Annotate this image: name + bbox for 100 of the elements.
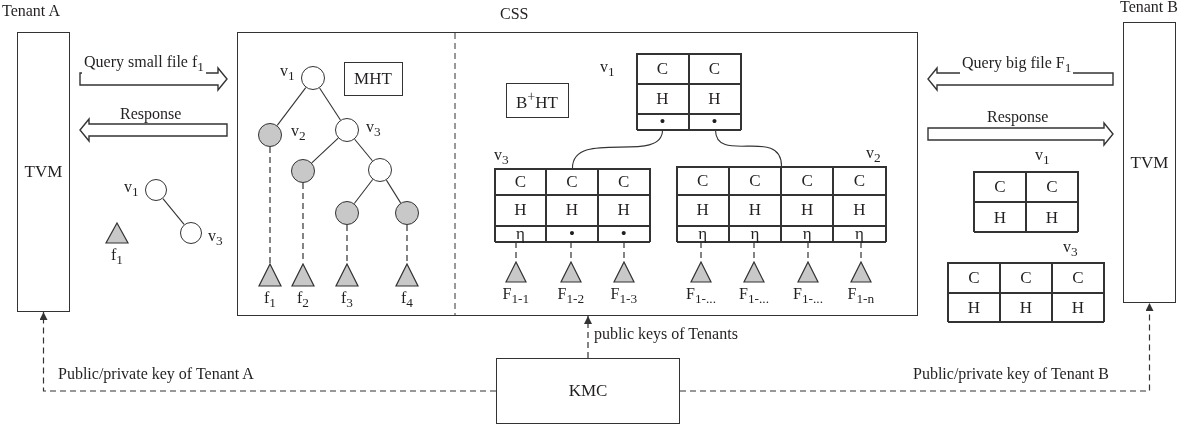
table-cell: • <box>597 225 650 243</box>
hash-table-node <box>493 167 651 242</box>
table-cell: C <box>676 166 729 195</box>
tree-edge <box>162 198 185 225</box>
tree-type-label <box>343 61 403 96</box>
table-cell: η <box>676 225 729 243</box>
table-cell: C <box>546 168 598 195</box>
table-cell: C <box>728 166 781 195</box>
edge-label: public keys of Tenants <box>592 324 740 344</box>
node-caption: F$_{1-3}$ <box>610 285 638 307</box>
table-cell: H <box>1000 293 1052 323</box>
edge-label: Public/private key of Tenant B <box>911 364 1111 384</box>
tvm-box <box>1123 22 1176 303</box>
table-cell: C <box>1000 263 1052 293</box>
table-cell: η <box>781 225 834 243</box>
node-caption: f$_{2}$ <box>297 289 309 311</box>
hash-table-node <box>947 262 1105 322</box>
table-cell: H <box>688 83 741 114</box>
node-label: KMC <box>568 381 608 401</box>
connector-arrow <box>679 302 1154 392</box>
node-caption: f$_{1}$ <box>111 246 123 268</box>
tree-type-label <box>505 82 569 118</box>
tree-edge <box>354 138 373 162</box>
table-cell: C <box>948 263 1000 293</box>
node-caption: v$_{1}$ <box>1035 146 1050 168</box>
tree-node-circle <box>145 179 167 201</box>
table-cell: η <box>833 225 886 243</box>
table-cell: H <box>597 194 650 226</box>
file-triangle <box>612 260 635 283</box>
table-cell: C <box>597 168 650 195</box>
node-label: MHT <box>354 68 392 89</box>
hash-table-node <box>675 165 887 242</box>
node-caption: v$_{2}$ <box>866 144 881 166</box>
node-caption: v$_{1}$ <box>280 62 295 84</box>
kmc-box <box>496 358 680 424</box>
file-triangle <box>105 222 129 244</box>
tree-node-circle <box>300 65 325 90</box>
file-triangle <box>849 260 872 283</box>
node-caption: F$_{1-...}$ <box>739 285 769 307</box>
file-triangle <box>290 262 315 287</box>
table-cell: • <box>688 113 741 131</box>
file-triangle <box>334 262 359 287</box>
table-cell: C <box>688 53 741 84</box>
tvm-box <box>17 32 70 312</box>
node-caption: v$_{3}$ <box>1063 238 1078 260</box>
tree-node-circle <box>394 200 419 225</box>
table-cell: • <box>546 225 598 243</box>
link-line <box>406 224 408 264</box>
hash-table-node <box>973 171 1079 232</box>
table-cell: C <box>636 53 689 84</box>
tree-edge <box>385 179 402 204</box>
node-caption: F$_{1-...}$ <box>793 285 823 307</box>
tree-edge <box>319 87 341 121</box>
node-caption: v$_{3}$ <box>494 146 509 168</box>
node-caption: f$_{4}$ <box>401 289 413 311</box>
node-caption: Tenant B <box>1120 0 1178 16</box>
table-cell: η <box>494 225 547 243</box>
table-cell: H <box>948 293 1000 323</box>
block-arrow <box>79 117 228 143</box>
table-cell: H <box>833 194 886 226</box>
node-caption: f$_{3}$ <box>341 289 353 311</box>
table-cell: η <box>728 225 781 243</box>
node-caption: F$_{1-1}$ <box>502 285 530 307</box>
link-line <box>346 224 348 264</box>
file-triangle <box>689 260 712 283</box>
table-cell: C <box>1052 263 1104 293</box>
node-caption: v$_{2}$ <box>291 122 306 144</box>
tree-node-circle <box>257 122 282 147</box>
tree-node-circle <box>334 117 359 142</box>
edge-label: Query small file f$_{1}$ <box>82 52 206 76</box>
file-triangle <box>559 260 582 283</box>
table-cell: H <box>546 194 598 226</box>
table-cell: H <box>1052 293 1104 323</box>
node-caption: f$_{1}$ <box>264 289 276 311</box>
connector-arrow <box>39 311 497 392</box>
tree-edge <box>311 137 339 164</box>
node-label: TVM <box>24 162 63 182</box>
node-caption: Tenant A <box>2 2 60 20</box>
table-cell: C <box>974 172 1026 202</box>
table-cell: H <box>636 83 689 114</box>
table-cell: H <box>676 194 729 226</box>
tree-edge <box>353 178 374 205</box>
connector-arrow <box>584 315 592 359</box>
file-triangle <box>394 262 419 287</box>
link-line <box>269 146 271 264</box>
table-cell: C <box>494 168 547 195</box>
block-arrow <box>927 121 1114 147</box>
node-caption: v$_{3}$ <box>208 227 223 249</box>
node-caption: v$_{3}$ <box>366 118 381 140</box>
node-label: TVM <box>1130 152 1169 173</box>
file-triangle <box>504 260 527 283</box>
file-triangle <box>796 260 819 283</box>
table-cell: H <box>1026 202 1078 233</box>
node-caption: v$_{1}$ <box>600 58 615 80</box>
edge-label: Public/private key of Tenant A <box>56 364 256 384</box>
table-cell: H <box>781 194 834 226</box>
file-triangle <box>742 260 765 283</box>
table-cell: C <box>781 166 834 195</box>
node-caption: v$_{1}$ <box>124 178 139 200</box>
node-caption: F$_{1-2}$ <box>557 285 585 307</box>
